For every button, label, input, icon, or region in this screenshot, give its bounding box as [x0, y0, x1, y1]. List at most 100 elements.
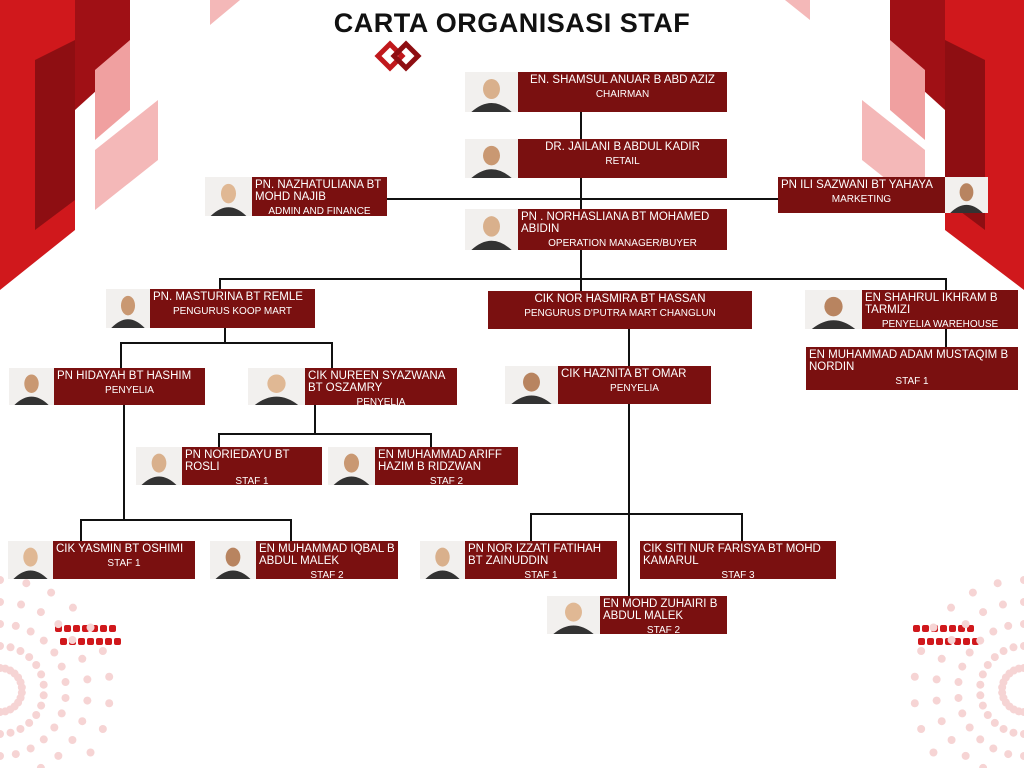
- staff-card: DR. JAILANI B ABDUL KADIR RETAIL: [518, 139, 727, 178]
- decor-dot: [1020, 730, 1024, 738]
- staff-name: PN. MASTURINA BT REMLE: [153, 291, 303, 303]
- decor-dot: [917, 725, 926, 734]
- staff-name: DR. JAILANI B ABDUL KADIR: [545, 141, 700, 153]
- connector-line: [80, 519, 290, 521]
- decor-dot: [978, 670, 987, 679]
- staff-photo: [465, 209, 518, 250]
- decor-dot: [54, 620, 63, 629]
- staff-photo: [465, 72, 518, 112]
- person-avatar-icon: [210, 541, 256, 579]
- decor-dot: [68, 735, 77, 744]
- decor-dot: [918, 638, 925, 645]
- decor-dot: [947, 735, 956, 744]
- decor-dot: [6, 728, 15, 737]
- staff-role: RETAIL: [605, 156, 640, 167]
- decor-dot: [105, 638, 112, 645]
- staff-photo: [136, 447, 182, 485]
- staff-name: PN NOR IZZATI FATIHAH BT ZAINUDDIN: [468, 543, 602, 567]
- staff-card: PN. MASTURINA BT REMLE PENGURUS KOOP MART: [150, 289, 315, 328]
- top-right-red-shapes: [785, 0, 1024, 290]
- decor-dot: [0, 576, 4, 584]
- staff-name: CIK HAZNITA BT OMAR: [561, 368, 687, 380]
- staff-role: STAF 3: [721, 570, 755, 581]
- staff-role: STAF 1: [524, 570, 558, 581]
- decor-dot: [936, 638, 943, 645]
- connector-line: [314, 405, 316, 433]
- decor-dot: [1009, 643, 1018, 652]
- decor-dot: [36, 608, 45, 617]
- decor-dot: [37, 670, 46, 679]
- connector-line: [120, 342, 122, 368]
- logo-icon: [374, 40, 422, 72]
- staff-photo: [205, 177, 252, 216]
- decor-dot: [32, 661, 41, 670]
- staff-name: EN MUHAMMAD IQBAL B ABDUL MALEK: [259, 543, 395, 567]
- decor-dot: [86, 623, 95, 632]
- staff-name: EN SHAHRUL IKHRAM B TARMIZI: [865, 292, 998, 316]
- decor-dot: [910, 672, 919, 681]
- decor-dot: [958, 709, 967, 718]
- decor-dot: [913, 625, 920, 632]
- page-title: CARTA ORGANISASI STAF: [333, 8, 691, 38]
- decor-dot: [937, 717, 946, 726]
- connector-line: [224, 328, 226, 342]
- staff-role: PENGURUS KOOP MART: [172, 306, 293, 317]
- staff-role: PENYELIA: [105, 385, 154, 396]
- staff-name: CIK NUREEN SYAZWANA BT OSZAMRY: [308, 370, 445, 394]
- person-avatar-icon: [465, 209, 518, 250]
- decor-dot: [961, 751, 970, 760]
- decor-dot: [1020, 708, 1024, 716]
- decor-dot: [1020, 752, 1024, 760]
- connector-line: [530, 513, 741, 515]
- decor-dot: [0, 598, 4, 606]
- decor-dot: [11, 750, 20, 759]
- connector-line: [530, 513, 532, 541]
- decor-dot: [989, 627, 998, 636]
- decor-dot: [949, 625, 956, 632]
- staff-photo: [248, 368, 305, 405]
- decor-dot: [976, 636, 985, 645]
- decor-dot: [0, 708, 4, 716]
- top-left-red-shapes: [0, 0, 240, 290]
- decor-dot: [940, 625, 947, 632]
- staff-role: ADMIN AND FINANCE: [268, 206, 371, 217]
- person-avatar-icon: [205, 177, 252, 216]
- decor-dot: [0, 642, 4, 650]
- connector-line: [218, 433, 220, 447]
- connector-line: [628, 329, 630, 366]
- decor-dot: [47, 588, 56, 597]
- decor-dot: [989, 744, 998, 753]
- decor-dot: [922, 625, 929, 632]
- staff-name: CIK NOR HASMIRA BT HASSAN: [534, 293, 706, 305]
- decor-dot: [1004, 621, 1013, 630]
- staff-photo: [547, 596, 600, 634]
- person-avatar-icon: [106, 289, 150, 328]
- connector-line: [218, 433, 430, 435]
- decor-dot: [73, 625, 80, 632]
- decor-dot: [958, 662, 967, 671]
- bottom-dots: [0, 576, 1024, 768]
- connector-line: [290, 519, 292, 541]
- decor-dot: [57, 709, 66, 718]
- connector-line: [123, 405, 125, 519]
- staff-name: CIK YASMIN BT OSHIMI: [56, 543, 184, 555]
- decor-dot: [39, 735, 48, 744]
- decor-dot: [105, 672, 114, 681]
- decor-dot: [993, 579, 1002, 588]
- decor-dot: [109, 625, 116, 632]
- decor-dot: [78, 638, 85, 645]
- decor-dot: [968, 588, 977, 597]
- decor-dot: [22, 579, 31, 588]
- decor-dot: [6, 643, 15, 652]
- decor-dot: [96, 638, 103, 645]
- decor-dot: [114, 638, 121, 645]
- decor-dot: [83, 675, 92, 684]
